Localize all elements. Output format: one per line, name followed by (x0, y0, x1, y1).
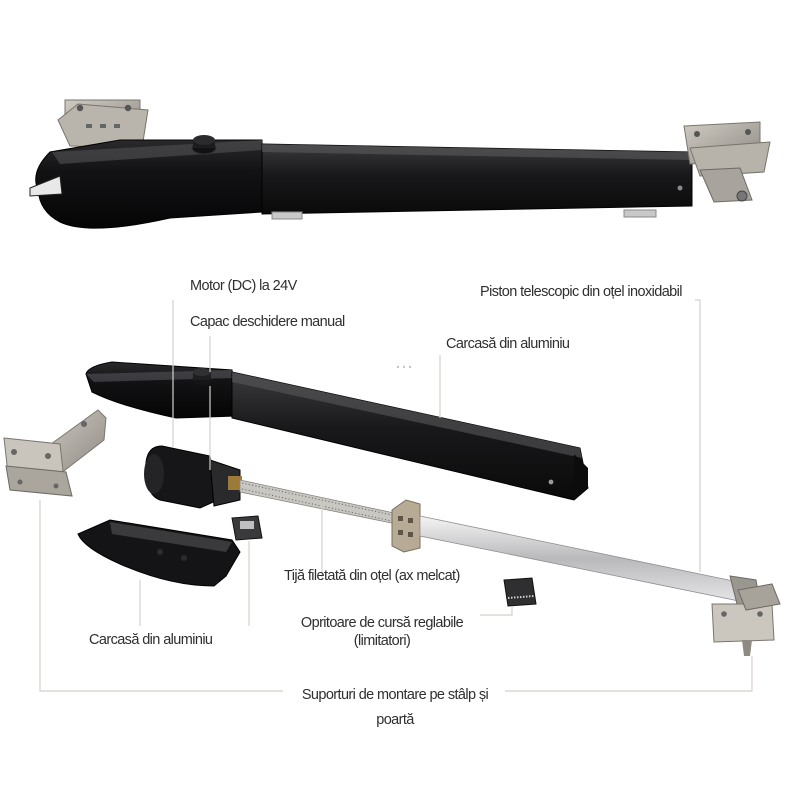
left-bracket-exploded (3, 409, 107, 497)
label-manual-release-cap: Capac deschidere manual (190, 314, 345, 330)
label-limiters-line1: Opritoare de cursă reglabile (300, 615, 464, 631)
label-aluminum-housing-top: Carcasă din aluminiu (446, 336, 570, 352)
dc-motor (144, 445, 242, 509)
label-mounting-brackets-line1: Suporturi de montare pe stâlp și (301, 687, 489, 703)
threaded-rod (239, 479, 409, 527)
right-bracket-exploded (711, 583, 781, 656)
assembled-actuator (29, 99, 771, 229)
label-motor: Motor (DC) la 24V (190, 278, 297, 294)
label-limiters-line2: (limitatori) (353, 633, 411, 649)
label-threaded-rod: Tijă filetată din oțel (ax melcat) (284, 568, 460, 584)
left-bracket-assembled (57, 99, 149, 149)
label-aluminum-housing-bottom: Carcasă din aluminiu (89, 632, 213, 648)
label-limiters: Opritoare de cursă reglabile (limitatori… (262, 614, 502, 650)
label-mounting-brackets-line2: poartă (376, 712, 414, 728)
upper-housing-exploded (85, 361, 589, 501)
right-bracket-assembled (683, 121, 771, 203)
nut-block (391, 499, 421, 553)
stainless-piston (419, 515, 761, 609)
limiter-left (231, 515, 263, 541)
limiter-right (503, 577, 537, 607)
label-telescopic-piston: Piston telescopic din oțel inoxidabil (480, 284, 682, 300)
lower-housing-exploded (77, 519, 241, 587)
leader-lines (39, 299, 753, 692)
label-mounting-brackets: Suporturi de montare pe stâlp și poartă (270, 683, 520, 733)
